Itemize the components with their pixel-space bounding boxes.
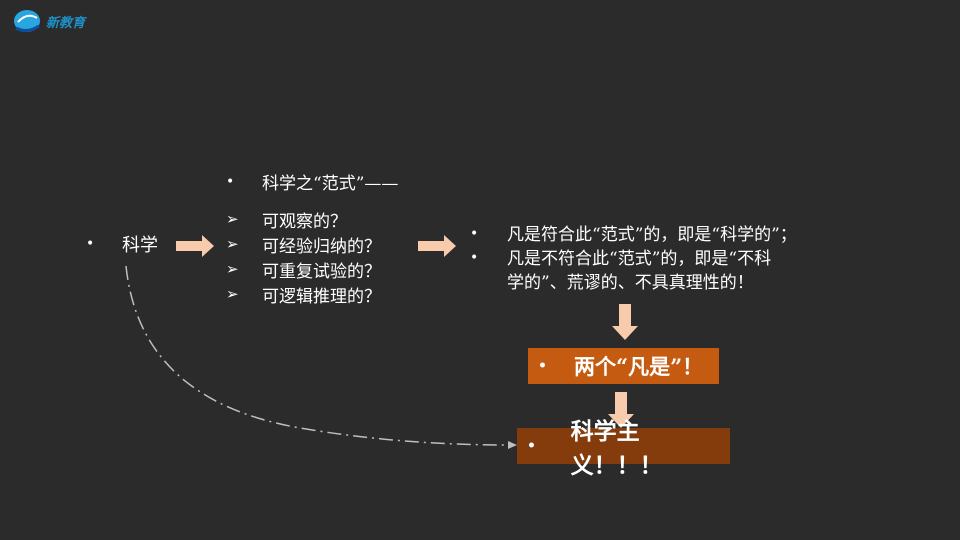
bullet: • [470, 250, 479, 266]
conclusion-2b: 学的”、荒谬的、不具真理性的！ [507, 273, 754, 293]
list-item-text: 可逻辑推理的？ [262, 287, 381, 307]
logo-text: 新教育 [46, 15, 86, 31]
list-item-text: 可重复试验的？ [262, 262, 381, 282]
bullet: • [86, 236, 95, 252]
bullet: • [470, 226, 479, 242]
conclusion-1: 凡是符合此“范式”的，即是“科学的”； [507, 225, 797, 245]
bullet: • [538, 358, 547, 374]
logo: 新教育 [12, 8, 85, 34]
bullet: • [226, 174, 235, 190]
list-item: ➢ 可逻辑推理的？ [226, 285, 381, 310]
arrowhead-bullet-icon: ➢ [226, 260, 239, 278]
arrowhead-bullet-icon: ➢ [226, 235, 239, 253]
paradigm-list: ➢ 可观察的？ ➢ 可经验归纳的？ ➢ 可重复试验的？ ➢ 可逻辑推理的？ [226, 210, 381, 310]
scientism-box: • 科学主义！！！ [517, 418, 730, 479]
two-whatevers-box: • 两个“凡是”！ [528, 348, 719, 384]
science-label: 科学 [122, 235, 158, 256]
list-item-text: 可经验归纳的？ [262, 237, 381, 257]
conclusion-2a: 凡是不符合此“范式”的，即是“不科 [507, 249, 772, 269]
two-whatevers-text: 两个“凡是”！ [574, 354, 704, 379]
arrow-right-icon [176, 235, 214, 257]
paradigm-title: 科学之“范式”—— [262, 174, 399, 194]
arrow-right-icon [418, 235, 456, 257]
arrow-down-icon [612, 304, 638, 340]
bullet: • [527, 438, 536, 454]
list-item: ➢ 可经验归纳的？ [226, 235, 381, 260]
arrowhead-bullet-icon: ➢ [226, 210, 239, 228]
list-item-text: 可观察的？ [262, 212, 347, 232]
list-item: ➢ 可重复试验的？ [226, 260, 381, 285]
list-item: ➢ 可观察的？ [226, 210, 381, 235]
logo-e-icon [14, 10, 40, 33]
scientism-text: 科学主义！！！ [570, 418, 663, 479]
arrow-down-icon [608, 392, 634, 428]
arrowhead-bullet-icon: ➢ [226, 285, 239, 303]
